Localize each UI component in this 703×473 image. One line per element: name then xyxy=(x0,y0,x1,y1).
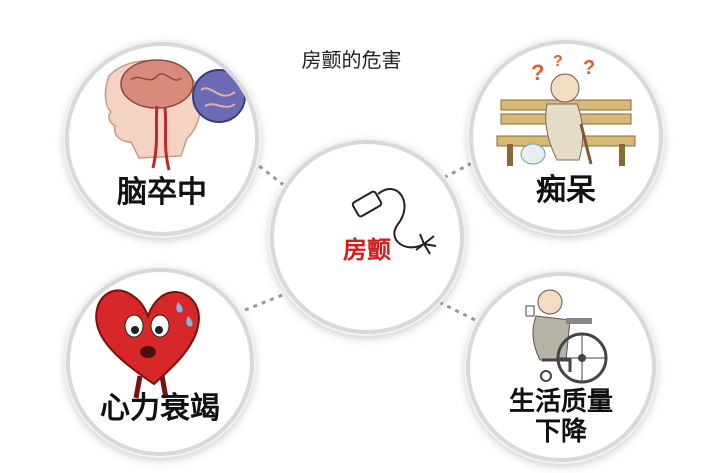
svg-text:?: ? xyxy=(553,53,563,70)
node-label-quality-line2: 下降 xyxy=(534,417,587,447)
wheelchair-elder-icon xyxy=(525,289,608,384)
svg-text:?: ? xyxy=(531,60,544,85)
bomb-icon xyxy=(351,188,437,255)
node-stroke: 脑卒中 xyxy=(65,42,259,236)
node-dementia: ? ? ? 痴呆 xyxy=(469,40,663,234)
node-label-quality-line1: 生活质量 xyxy=(508,387,613,417)
sad-heart-icon xyxy=(95,289,200,399)
elderly-on-bench-icon: ? ? ? xyxy=(496,53,636,166)
node-label-dementia: 痴呆 xyxy=(536,173,596,208)
node-center-af: 房颤 xyxy=(270,140,464,334)
node-heart-failure: 心力衰竭 xyxy=(66,268,254,456)
spark-icon xyxy=(415,233,437,255)
node-label-stroke: 脑卒中 xyxy=(117,175,207,210)
center-label-af: 房颤 xyxy=(343,236,391,264)
node-quality-of-life: 生活质量 下降 xyxy=(466,272,656,462)
diagram-title: 房颤的危害 xyxy=(301,48,402,72)
brain-stroke-icon xyxy=(104,59,246,171)
node-label-heart-failure: 心力衰竭 xyxy=(100,391,220,426)
svg-text:?: ? xyxy=(583,57,595,79)
